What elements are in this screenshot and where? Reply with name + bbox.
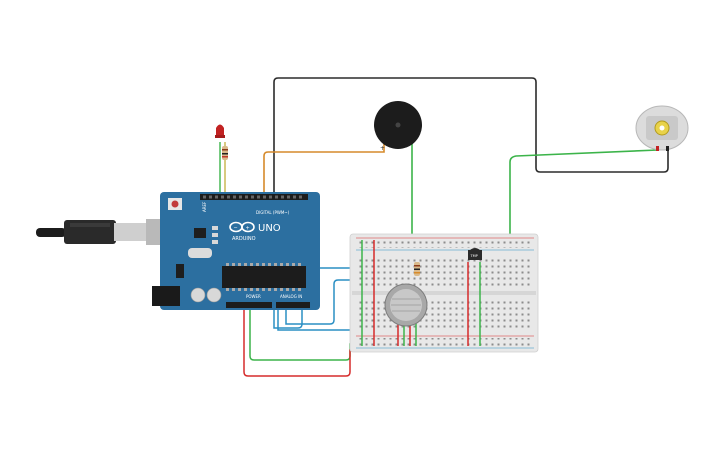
breadboard[interactable] <box>349 233 539 353</box>
analog-label: ANALOG IN <box>280 294 302 299</box>
analog-header <box>276 302 310 308</box>
gas-sensor[interactable] <box>384 283 428 327</box>
power-jack <box>152 286 180 306</box>
wire-red-5v[interactable] <box>243 306 362 377</box>
atmega-chip <box>222 266 306 288</box>
breadboard-resistor[interactable] <box>414 262 420 276</box>
svg-text:+: + <box>246 226 250 232</box>
reset-button-cap[interactable] <box>171 200 179 208</box>
wire-orange-buzzer[interactable] <box>263 140 385 196</box>
model-label: UNO <box>258 223 281 234</box>
dc-motor[interactable] <box>635 105 689 151</box>
power-header <box>226 302 272 308</box>
temperature-sensor-label: TMP <box>470 254 478 258</box>
capacitor-1 <box>190 287 206 303</box>
arduino-logo: − + <box>229 221 255 233</box>
svg-text:−: − <box>234 225 238 231</box>
temperature-sensor[interactable]: TMP <box>468 248 482 260</box>
power-label: POWER <box>246 294 261 299</box>
aref-label: AREF <box>202 201 207 212</box>
svg-text:+: + <box>380 145 385 152</box>
usb-cable <box>36 219 174 245</box>
wire-black-gnd-to-motor[interactable] <box>273 77 669 196</box>
wire-green-motor-bb[interactable] <box>509 149 659 240</box>
wire-blue-analog-1[interactable] <box>285 262 475 325</box>
breadboard-top-holes <box>358 256 532 288</box>
piezo-buzzer[interactable]: + <box>374 101 422 152</box>
breadboard-bottom-rail-holes <box>358 338 532 346</box>
breadboard-top-rail-holes <box>358 240 532 248</box>
capacitor-2 <box>206 287 222 303</box>
digital-label: DIGITAL (PWM~) <box>256 210 290 215</box>
wire-green-gnd[interactable] <box>249 306 360 361</box>
brand-label: ARDUINO <box>232 236 256 242</box>
usb-chip <box>194 228 206 238</box>
led[interactable] <box>215 124 225 139</box>
led-resistor[interactable] <box>222 146 228 160</box>
arduino-board[interactable]: DIGITAL (PWM~) AREF − + UNO ARDUINO <box>152 192 320 310</box>
breadboard-jumpers <box>361 240 481 346</box>
breadboard-bottom-holes <box>358 298 532 330</box>
crystal <box>188 248 212 258</box>
